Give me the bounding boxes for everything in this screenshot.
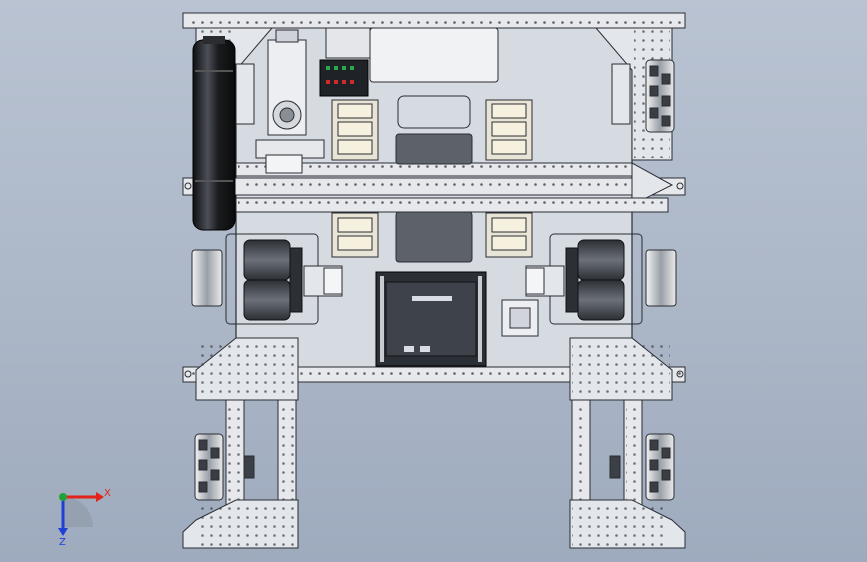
air-tank (192, 36, 236, 231)
valve-bank-upper-right (485, 99, 533, 161)
controller-board (375, 271, 487, 367)
enclosure-lower (395, 211, 473, 263)
triad-x-label: X (104, 488, 111, 499)
io-module (319, 27, 371, 97)
triad-z-label: Z (59, 537, 66, 548)
side-bracket-right (611, 63, 631, 125)
valve-bank-upper-left (331, 99, 379, 161)
mecanum-wheel-bottom-right (609, 433, 675, 501)
sensor-module (501, 299, 539, 337)
top-cutout-panel (369, 27, 499, 129)
middle-cross-rail-lower (235, 197, 669, 213)
mecanum-wheel-bottom-left (194, 433, 255, 501)
drive-motor-right (525, 233, 677, 325)
enclosure-upper (395, 133, 473, 165)
drive-motor-left (191, 233, 343, 325)
top-frame-rail (182, 12, 686, 29)
coordinate-triad: X Z (58, 488, 111, 548)
pneumatic-cylinder (255, 29, 325, 174)
valve-bank-lower-left (331, 212, 379, 258)
bottom-cross-rail (182, 366, 686, 383)
bottom-right-leg-frame (569, 337, 686, 549)
bottom-left-leg-frame (182, 337, 299, 549)
mecanum-wheel-top-right (645, 59, 675, 133)
side-bracket-left (235, 63, 255, 125)
valve-bank-lower-right (485, 212, 533, 258)
